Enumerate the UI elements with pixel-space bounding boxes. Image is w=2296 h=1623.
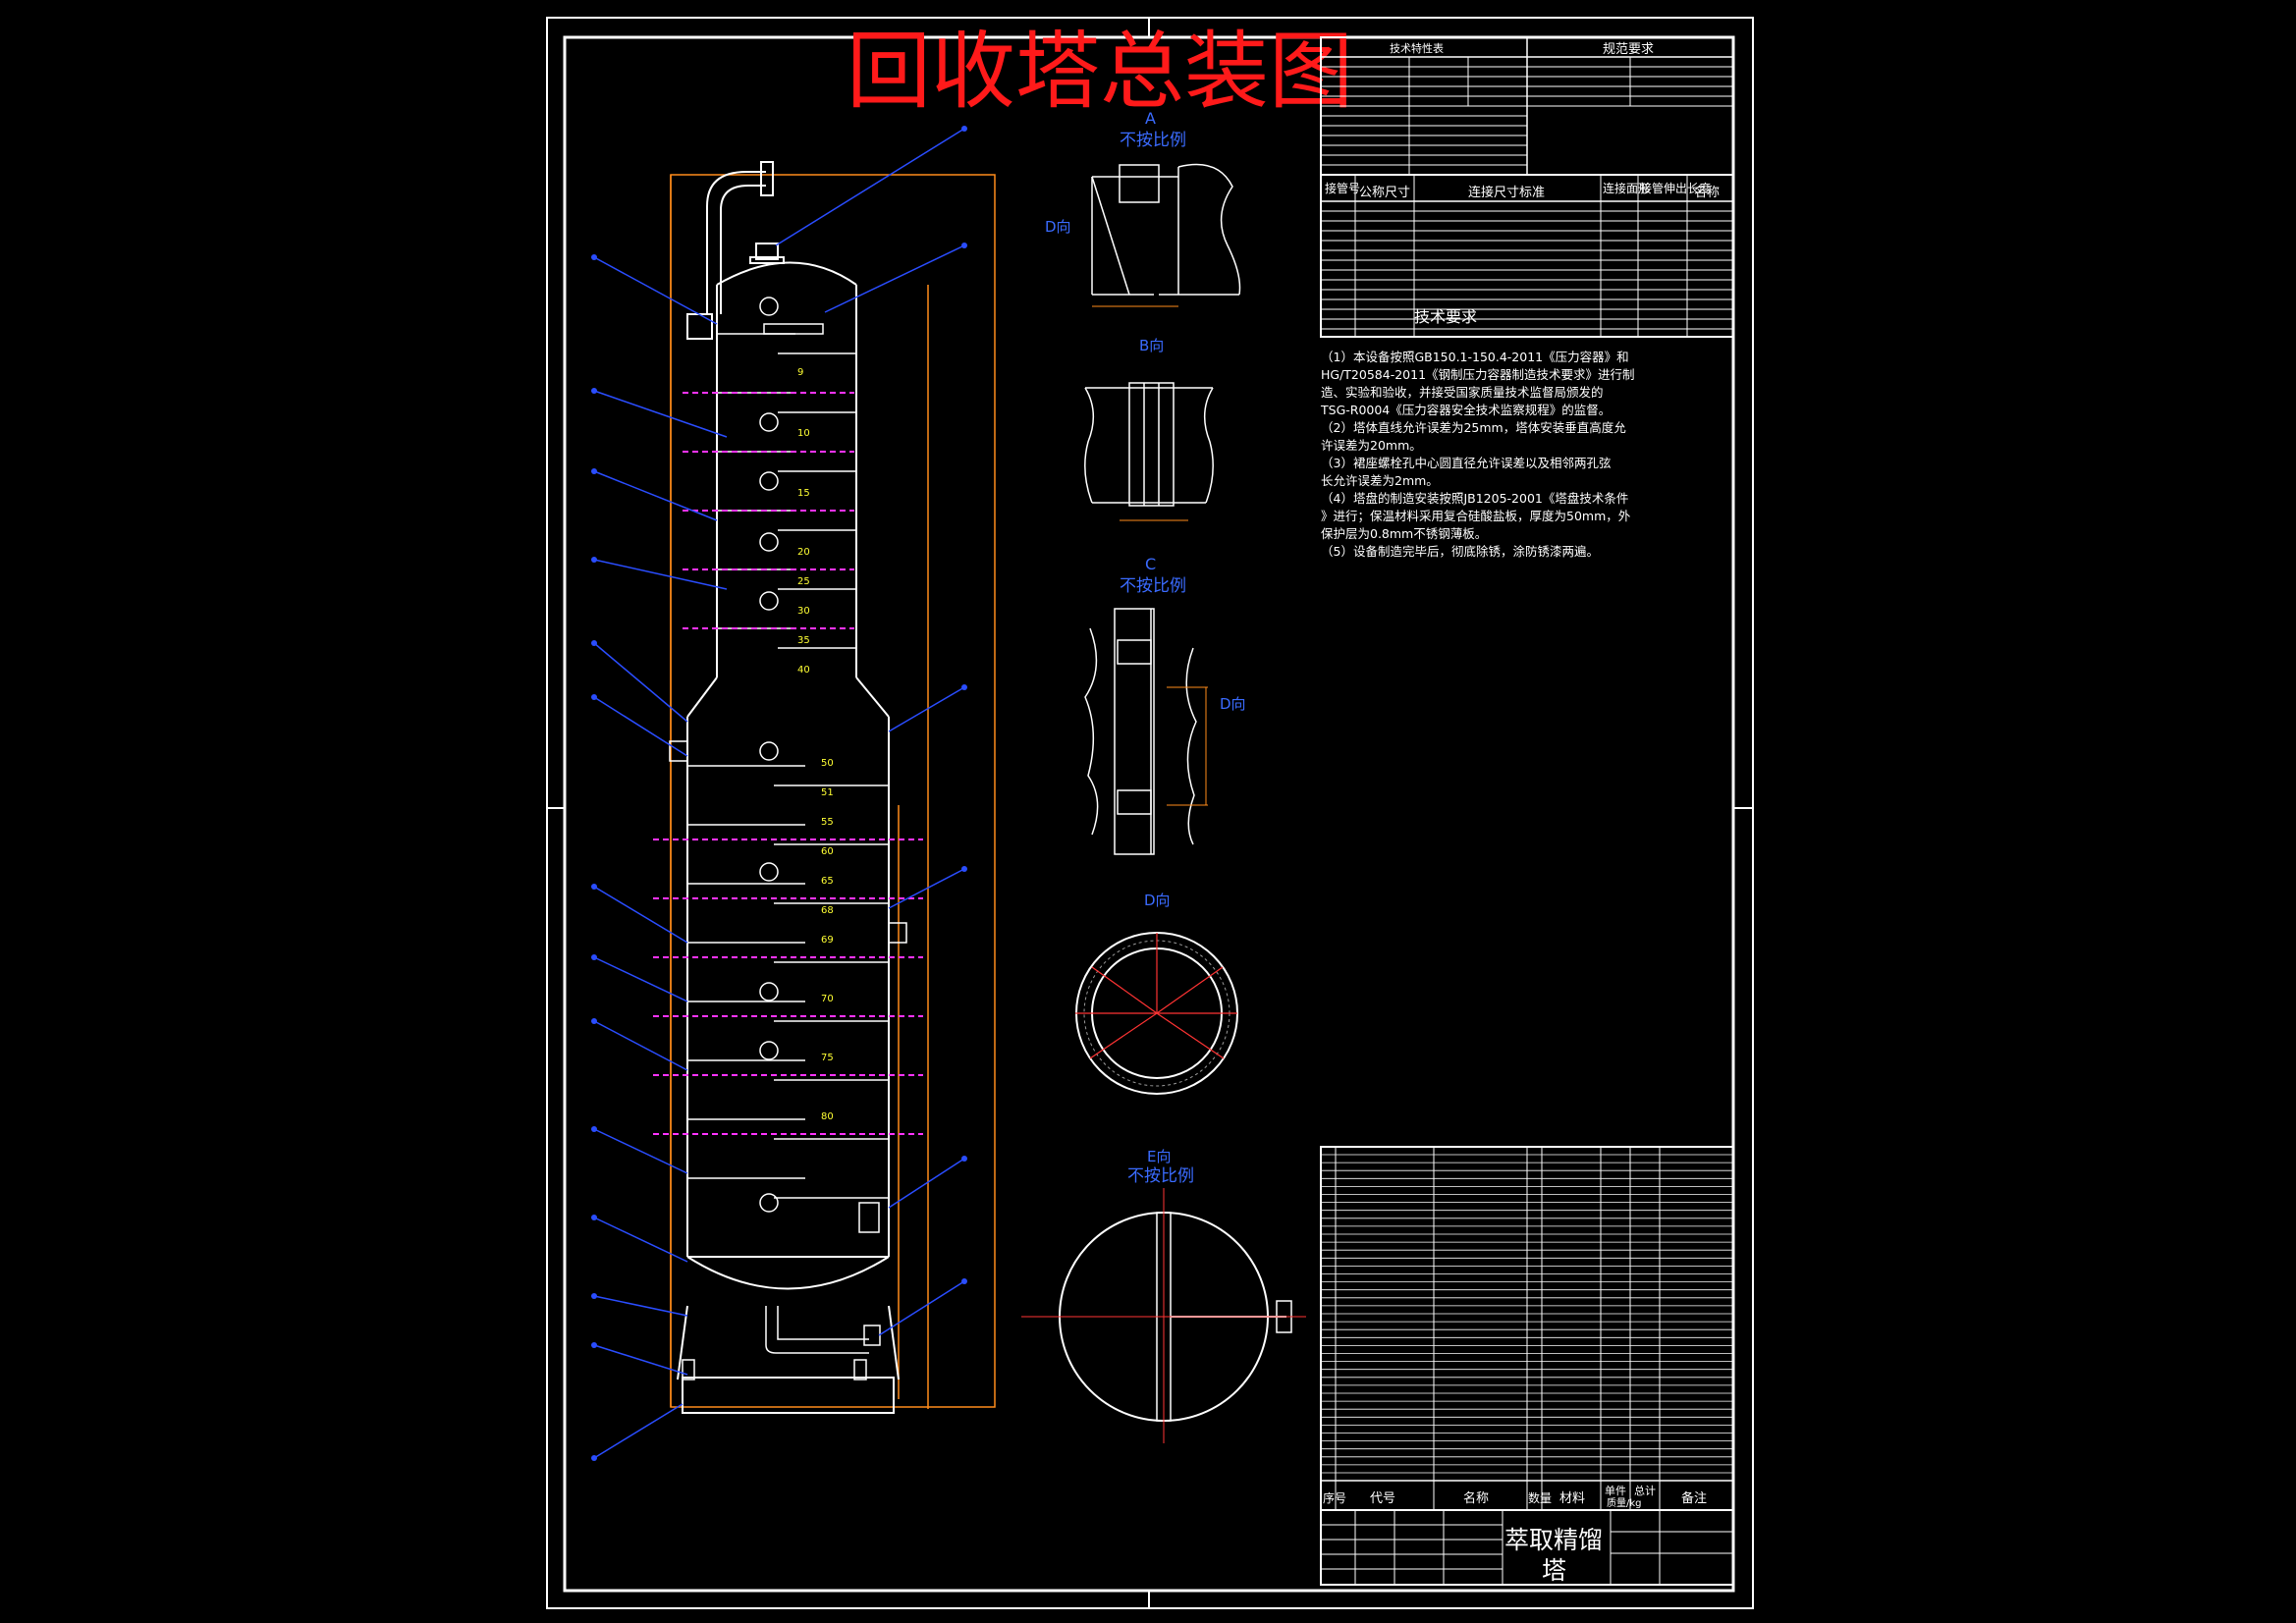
parts-list: 序号 代号 名称 数量 材料 单件 总计 质量/kg 备注 [1320, 1146, 1734, 1511]
tower-top-head [716, 243, 857, 286]
manholes [759, 297, 779, 1213]
tech-note-line: （5）设备制造完毕后，彻底除锈，涂防锈漆两遍。 [1321, 544, 1599, 559]
parts-header-material: 材料 [1559, 1491, 1585, 1506]
tech-note-line: TSG-R0004《压力容器安全技术监察规程》的监督。 [1320, 403, 1611, 417]
detail-b-label: B向 [1139, 337, 1164, 354]
leader-lines [593, 128, 965, 1459]
tech-note-line: （4）塔盘的制造安装按照JB1205-2001《塔盘技术条件 [1321, 491, 1628, 506]
lower-trays [687, 765, 889, 1199]
drawing-title: 回收塔总装图 [847, 23, 1353, 121]
tray-label: 9 [797, 367, 803, 378]
tray-label: 35 [797, 635, 810, 646]
detail-a-scale-note: 不按比例 [1120, 131, 1186, 150]
detail-c-label: C [1145, 555, 1156, 573]
parts-header-unit: 单件 [1605, 1485, 1626, 1497]
tray-label: 40 [797, 665, 810, 676]
drawing-name-line1: 萃取精馏 [1504, 1526, 1603, 1554]
section-e-label: E向 [1147, 1148, 1171, 1165]
tray-label: 70 [821, 994, 834, 1004]
tray-label: 60 [821, 846, 834, 857]
side-nozzles [669, 323, 907, 1380]
parts-header-qty: 数量 [1528, 1490, 1552, 1505]
parts-header-weight: 质量/kg [1607, 1497, 1642, 1509]
tray-label: 51 [821, 787, 834, 798]
nozzle-table: 接管号 公称尺寸 连接尺寸标准 连接面形 接管伸出长度 名称 技术要求 [1320, 174, 1734, 338]
leader-dots [591, 126, 967, 1461]
detail-c-direction: D向 [1220, 695, 1246, 713]
tech-note-line: （3）裙座螺栓孔中心圆直径允许误差以及相邻两孔弦 [1321, 456, 1611, 470]
tech-note-line: 许误差为20mm。 [1321, 438, 1422, 453]
nozzle-header-face: 连接面形 [1603, 181, 1650, 195]
parts-header-no: 序号 [1323, 1490, 1346, 1505]
nozzle-header-no: 接管号 [1325, 181, 1360, 195]
detail-c: C 不按比例 D向 [1084, 555, 1246, 855]
tray-label: 15 [797, 488, 810, 499]
parts-header-name: 名称 [1463, 1490, 1489, 1506]
tray-label: 25 [797, 576, 810, 587]
nozzle-table-overlay: 技术要求 [1414, 307, 1477, 326]
vapor-outlet-pipe [686, 161, 774, 340]
centering-marks [547, 18, 1753, 1608]
tech-note-line: HG/T20584-2011《钢制压力容器制造技术要求》进行制 [1321, 367, 1635, 382]
tech-note-line: （1）本设备按照GB150.1-150.4-2011《压力容器》和 [1321, 350, 1629, 364]
section-e: E向 不按比例 [1021, 1148, 1306, 1443]
tray-label: 55 [821, 817, 834, 828]
spec-table: 技术特性表 规范要求 [1320, 36, 1734, 176]
section-d-label: D向 [1144, 892, 1171, 909]
tray-label: 65 [821, 876, 834, 887]
tech-note-line: 造、实验和验收，并接受国家质量技术监督局颁发的 [1321, 385, 1604, 400]
parts-header-code: 代号 [1370, 1491, 1395, 1506]
section-e-scale-note: 不按比例 [1127, 1166, 1194, 1186]
nozzle-header-std: 连接尺寸标准 [1468, 185, 1545, 200]
parts-header-total: 总计 [1634, 1484, 1656, 1497]
detail-a-label: A [1145, 109, 1156, 128]
tech-note-line: 长允许误差为2mm。 [1321, 473, 1439, 488]
tray-label: 20 [797, 547, 810, 558]
detail-a: A 不按比例 D向 [1045, 109, 1241, 307]
tray-label: 80 [821, 1111, 834, 1122]
upper-trays [717, 333, 856, 649]
insulation-rings [653, 392, 923, 1135]
tray-label: 50 [821, 758, 834, 769]
detail-a-direction: D向 [1045, 218, 1071, 236]
tray-label: 30 [797, 606, 810, 617]
tech-note-line: （2）塔体直线允许误差为25mm，塔体安装垂直高度允 [1321, 420, 1626, 435]
tower-elevation: 9 10 15 20 25 30 35 40 50 51 55 60 65 68… [591, 126, 996, 1461]
nozzle-header-dn: 公称尺寸 [1359, 186, 1410, 200]
tech-note-line: 保护层为0.8mm不锈钢薄板。 [1321, 526, 1487, 541]
tech-note-line: 》进行；保温材料采用复合硅酸盐板，厚度为50mm，外 [1321, 509, 1631, 523]
tray-label: 10 [797, 428, 810, 439]
detail-c-scale-note: 不按比例 [1120, 576, 1186, 596]
norm-table-title: 规范要求 [1603, 42, 1654, 57]
parts-header-remark: 备注 [1681, 1490, 1707, 1506]
technical-notes: （1）本设备按照GB150.1-150.4-2011《压力容器》和 HG/T20… [1320, 350, 1635, 559]
detail-b: B向 [1084, 337, 1214, 521]
tray-label: 68 [821, 905, 834, 916]
upper-shell [677, 285, 900, 1414]
title-block: 萃取精馏 塔 [1320, 1509, 1734, 1586]
nozzle-header-name: 名称 [1694, 185, 1720, 200]
nozzle-header-length: 接管伸出长度 [1640, 181, 1711, 195]
spec-table-title: 技术特性表 [1390, 41, 1444, 55]
section-d: D向 [1075, 892, 1238, 1095]
tray-number-labels: 9 10 15 20 25 30 35 40 50 51 55 60 65 68… [797, 367, 834, 1122]
drawing-name-line2: 塔 [1542, 1556, 1566, 1585]
dimension-lines [670, 174, 996, 1409]
tray-label: 75 [821, 1053, 834, 1063]
tray-label: 69 [821, 935, 834, 946]
